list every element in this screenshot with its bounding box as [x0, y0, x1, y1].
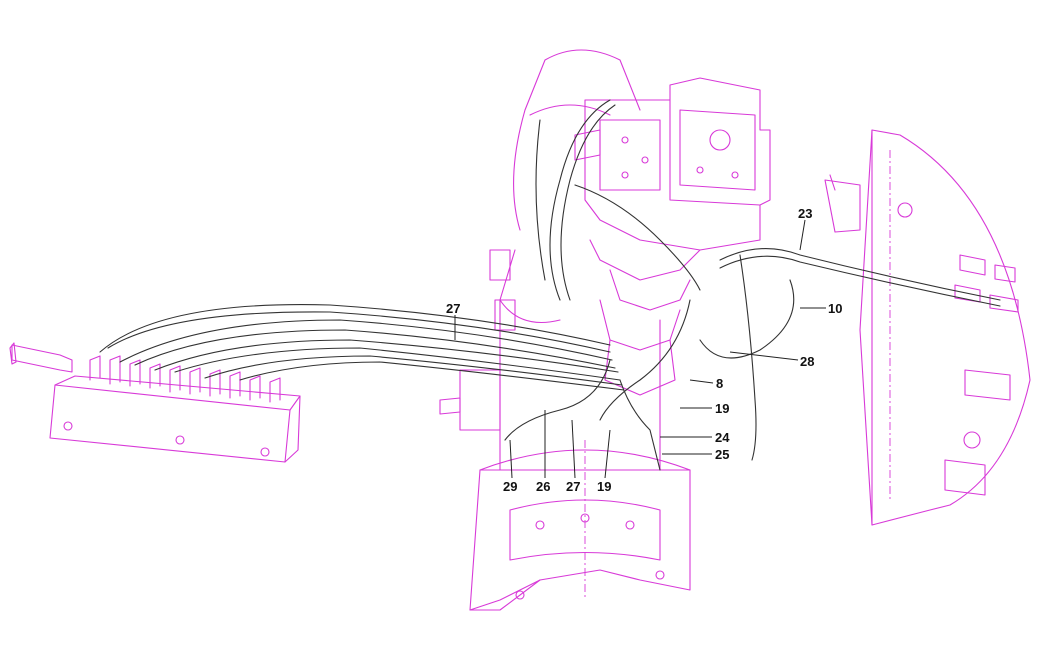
callout-leaders	[454, 219, 826, 479]
callout-27-bottom: 27	[566, 479, 580, 494]
callout-25: 25	[715, 447, 729, 462]
right-cab-panel	[824, 129, 1031, 526]
central-frame	[439, 49, 691, 611]
callout-26: 26	[536, 479, 550, 494]
callout-23: 23	[798, 206, 812, 221]
callout-19-bottom: 19	[597, 479, 611, 494]
callout-27-top: 27	[446, 301, 460, 316]
callout-10: 10	[828, 301, 842, 316]
callout-29: 29	[503, 479, 517, 494]
main-control-valve	[574, 77, 771, 396]
callout-28: 28	[800, 354, 814, 369]
callout-19-right: 19	[715, 401, 729, 416]
callout-24: 24	[715, 430, 730, 445]
left-control-manifold	[9, 342, 301, 463]
callout-labels: 23 10 27 28 8 19 24 25 29 26 27 19	[446, 206, 842, 494]
callout-8: 8	[716, 376, 723, 391]
hose-bundle	[99, 99, 1001, 471]
